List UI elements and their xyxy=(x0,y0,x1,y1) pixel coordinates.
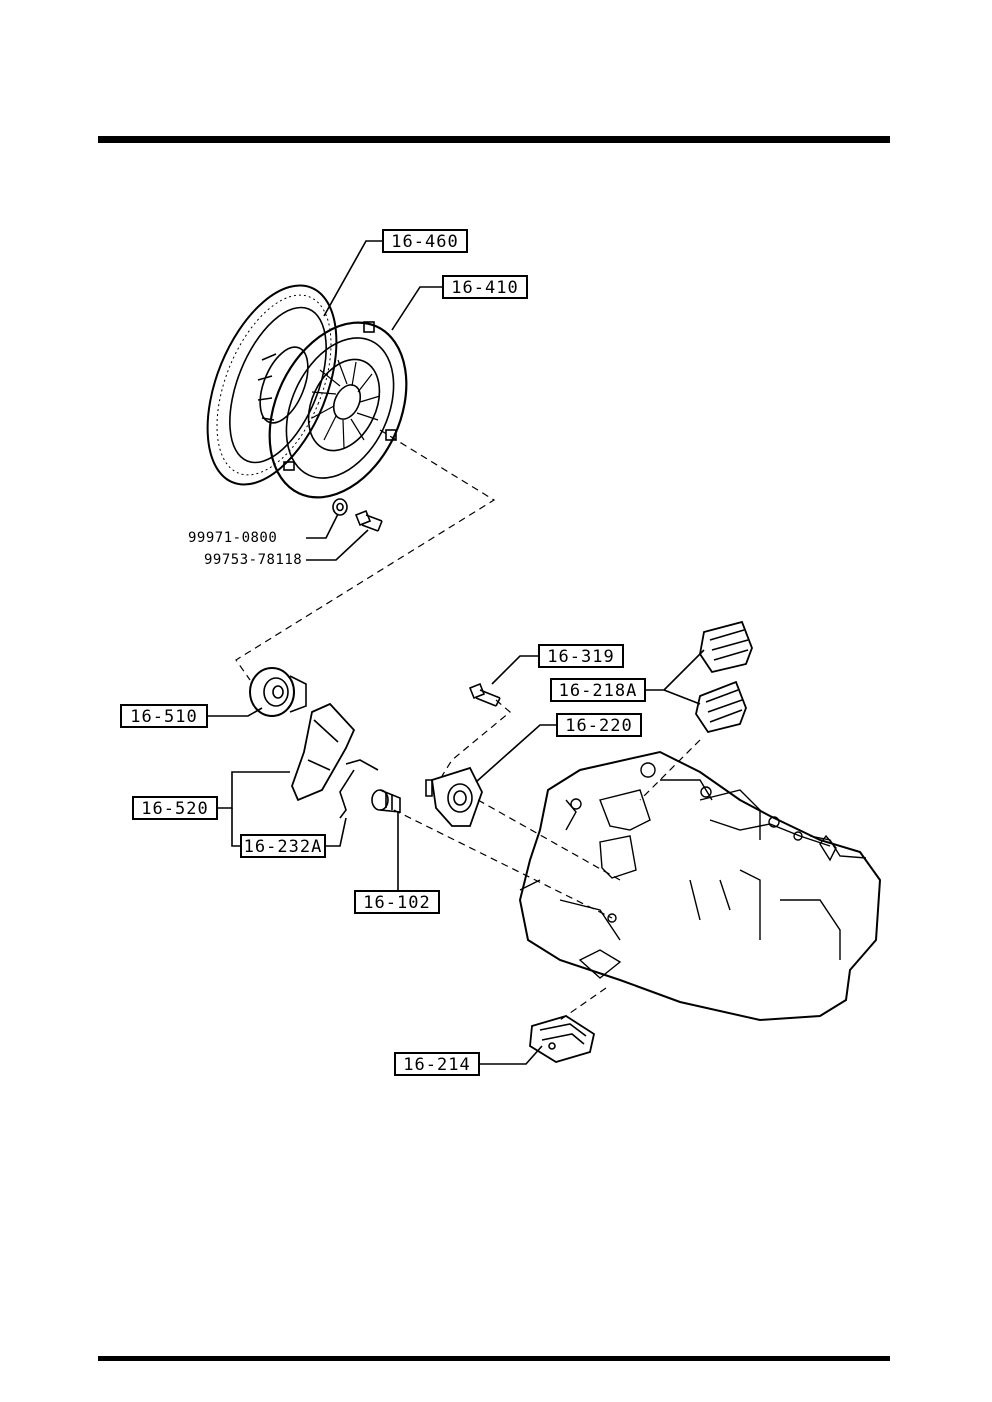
callout-16-232A: 16-232A xyxy=(240,834,326,858)
washer-part xyxy=(332,498,348,516)
leader-16-232A xyxy=(324,817,347,847)
leader-16-218A xyxy=(640,649,705,705)
callout-16-460: 16-460 xyxy=(382,229,468,253)
callout-16-218A: 16-218A xyxy=(550,678,646,702)
bolt-part xyxy=(354,509,383,532)
leader-16-214 xyxy=(480,1045,543,1065)
callout-16-319: 16-319 xyxy=(538,644,624,668)
leader-16-102 xyxy=(397,812,440,903)
alignment-lines xyxy=(235,429,701,1021)
dust-boot-lower xyxy=(695,680,747,734)
footer-rule xyxy=(98,1356,890,1361)
leader-16-520-b xyxy=(231,808,240,847)
clutch-disc xyxy=(206,284,338,486)
callout-16-410: 16-410 xyxy=(442,275,528,299)
cover-plate xyxy=(425,766,483,827)
part-number-bolt: 99753-78118 xyxy=(204,552,303,568)
leader-16-510 xyxy=(208,707,263,717)
leader-16-520 xyxy=(216,771,290,809)
pivot-pin xyxy=(371,789,401,813)
callout-16-102: 16-102 xyxy=(354,890,440,914)
small-bolt xyxy=(468,682,501,707)
transmission-case xyxy=(518,750,882,1022)
transmission-mount xyxy=(529,1015,596,1063)
leader-16-460 xyxy=(323,240,382,317)
callout-16-510: 16-510 xyxy=(120,704,208,728)
leader-washer xyxy=(306,513,339,539)
release-bearing xyxy=(249,667,307,717)
callout-16-220: 16-220 xyxy=(556,713,642,737)
header-rule xyxy=(98,136,890,143)
part-number-washer: 99971-0800 xyxy=(188,530,278,546)
callout-16-520: 16-520 xyxy=(132,796,218,820)
spring-clip xyxy=(339,759,379,819)
pressure-plate xyxy=(268,321,408,499)
dust-boot-upper xyxy=(699,620,753,674)
release-fork xyxy=(291,702,356,802)
callout-16-214: 16-214 xyxy=(394,1052,480,1076)
leader-bolt xyxy=(306,529,369,561)
leader-16-319 xyxy=(491,655,538,685)
leader-16-410 xyxy=(391,286,442,331)
leader-16-220 xyxy=(475,724,556,783)
